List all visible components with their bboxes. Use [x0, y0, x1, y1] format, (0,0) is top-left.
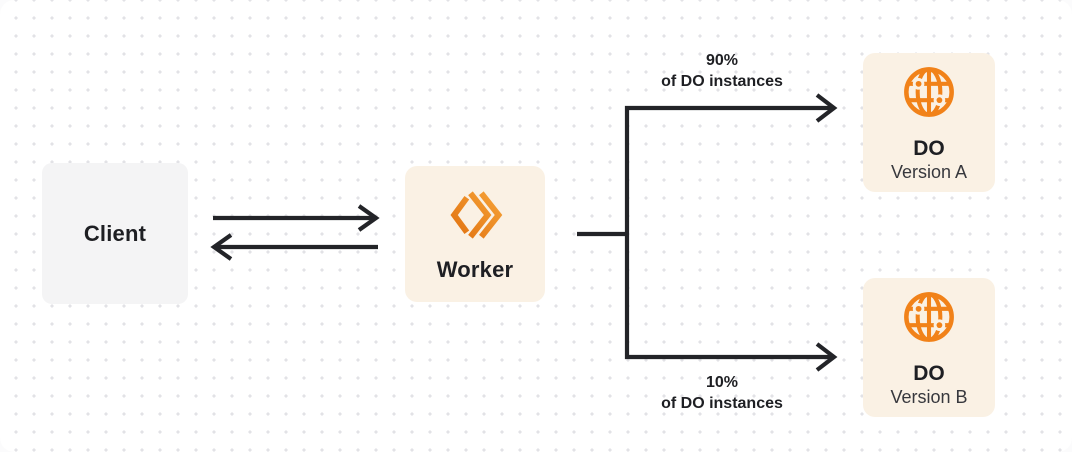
- globe-icon: [904, 67, 954, 117]
- arrow-branch-to-do-a-head: [815, 93, 838, 123]
- arrow-branch-to-do-b-head: [815, 342, 838, 372]
- branch-top-percent: 90%: [705, 52, 739, 69]
- do-version-b-node: DO Version B: [863, 278, 995, 417]
- worker-node: Worker: [405, 166, 545, 302]
- do-a-subtitle: Version A: [890, 162, 968, 182]
- client-node: Client: [42, 163, 188, 304]
- arrow-worker-to-client-head: [210, 233, 233, 261]
- do-b-title: DO: [913, 362, 945, 385]
- client-label: Client: [83, 220, 147, 246]
- globe-icon: [904, 292, 954, 342]
- branch-trunk: [624, 105, 831, 360]
- workers-logo-icon: [450, 191, 503, 239]
- do-b-subtitle: Version B: [890, 387, 968, 407]
- do-version-a-node: DO Version A: [863, 53, 995, 192]
- branch-top-label: 90% of DO instances: [622, 50, 822, 92]
- branch-top-caption: of DO instances: [661, 73, 783, 90]
- branch-bottom-label: 10% of DO instances: [622, 372, 822, 414]
- do-a-title: DO: [913, 137, 945, 160]
- branch-bottom-caption: of DO instances: [661, 395, 783, 412]
- worker-label: Worker: [436, 257, 514, 282]
- arrow-client-to-worker-head: [357, 204, 380, 232]
- branch-bottom-percent: 10%: [705, 374, 739, 391]
